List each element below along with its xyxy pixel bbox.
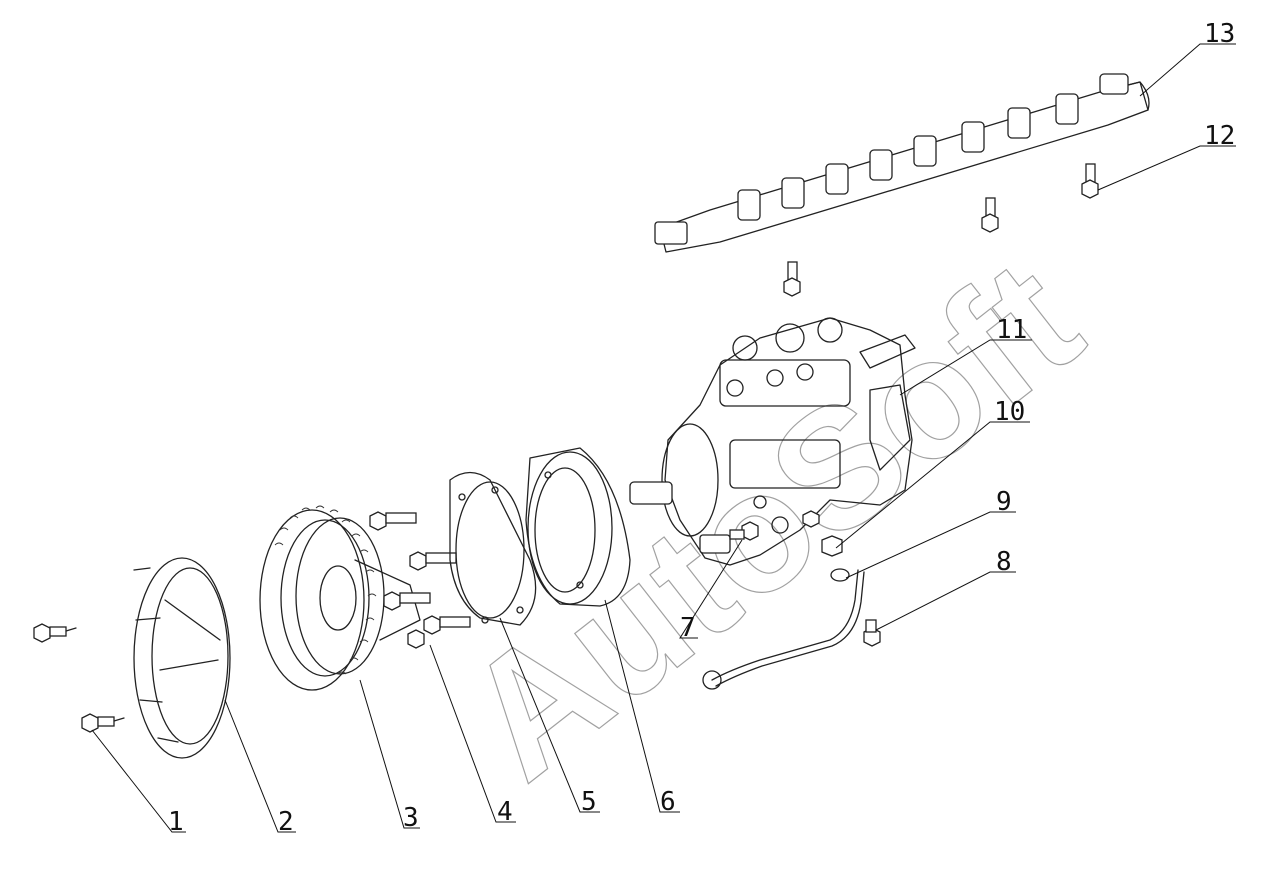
part-4-studs (369, 511, 471, 649)
part-7-bolt (729, 521, 759, 541)
part-6-flange (525, 447, 631, 607)
callout-labels: 1 2 3 4 5 6 7 8 9 10 11 12 13 (168, 19, 1235, 837)
callout-9: 9 (996, 487, 1012, 517)
part-1-bolts (33, 623, 125, 733)
watermark-text: AutoSoft (431, 224, 1113, 815)
callout-4: 4 (497, 797, 513, 827)
callout-13: 13 (1204, 19, 1235, 49)
part-2-cover (133, 557, 231, 759)
callout-11: 11 (996, 315, 1027, 345)
callout-5: 5 (581, 787, 597, 817)
part-11-pump (629, 317, 916, 566)
callout-8: 8 (996, 547, 1012, 577)
bolt-1b (81, 713, 125, 733)
callout-7: 7 (680, 613, 696, 643)
callout-12: 12 (1204, 121, 1235, 151)
part-12-rail-bolts (783, 163, 1099, 297)
part-13-fuel-rail (654, 73, 1150, 253)
callout-2: 2 (278, 807, 294, 837)
leader-lines (91, 43, 1236, 833)
callout-3: 3 (403, 803, 419, 833)
watermark: AutoSoft (430, 223, 1114, 816)
part-8-9-10-pipe (702, 510, 881, 690)
callout-6: 6 (660, 787, 676, 817)
callout-10: 10 (994, 397, 1025, 427)
part-5-gasket (449, 471, 537, 626)
callout-1: 1 (168, 807, 184, 837)
bolt-1a (33, 623, 77, 643)
